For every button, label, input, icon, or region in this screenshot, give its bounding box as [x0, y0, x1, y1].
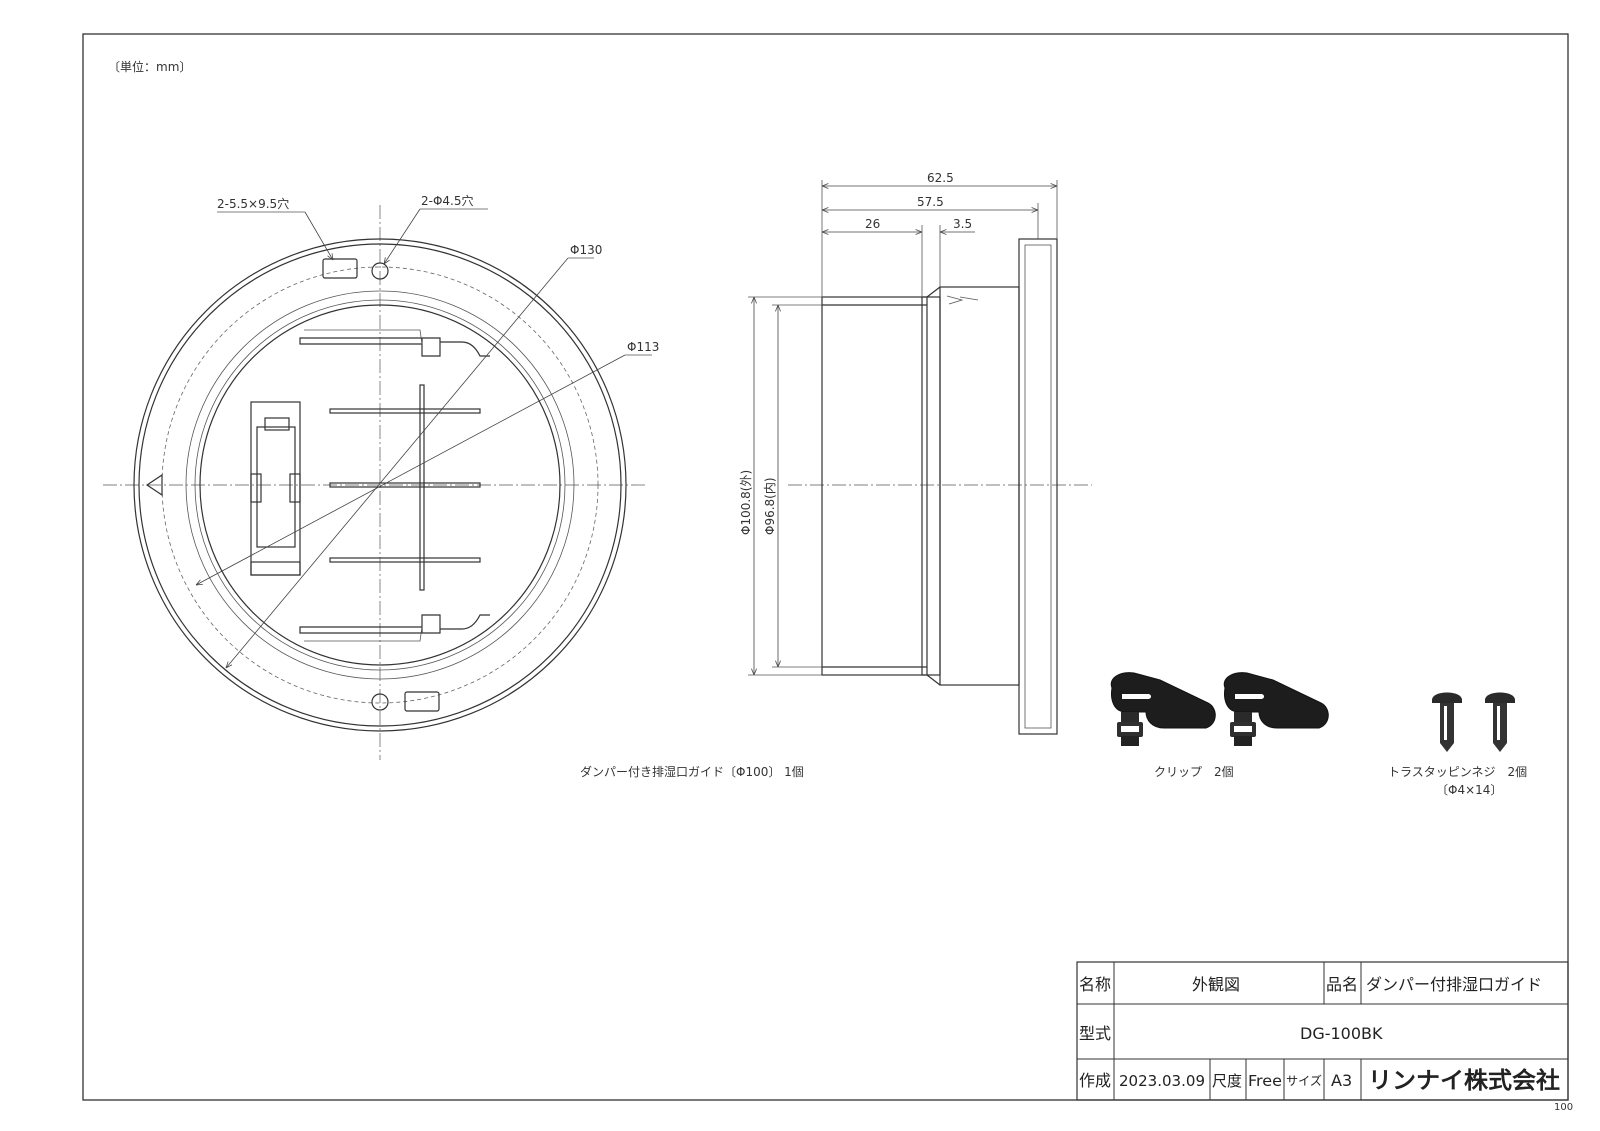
- mounting-pcd-circle: [161, 266, 599, 704]
- tb-model-value: DG-100BK: [1300, 1024, 1383, 1043]
- screw-illustration-1: [1432, 692, 1462, 752]
- round-hole-arrow: [384, 208, 421, 264]
- rect-hole-arrow: [304, 211, 333, 260]
- latch-pin-left: [250, 473, 262, 503]
- dia-inner-label: Φ113: [627, 340, 659, 354]
- latch-foot: [250, 561, 301, 576]
- orientation-triangle: [145, 473, 163, 497]
- side-rib: [921, 296, 941, 676]
- caption-screw-spec: 〔Φ4×14〕: [1436, 783, 1502, 797]
- round-hole-bottom: [371, 693, 389, 711]
- duct-outer-circle: [185, 290, 575, 680]
- round-hole-label: 2-Φ4.5穴: [421, 193, 474, 208]
- dim-right-label: 3.5: [953, 217, 972, 231]
- clip-illustration-2: [1223, 672, 1329, 746]
- side-flange-inner: [1024, 244, 1052, 729]
- dim-left-label: 26: [865, 217, 880, 231]
- page-number: 100: [1554, 1102, 1573, 1113]
- dia113-leader: [196, 354, 626, 585]
- flange-outer-circle: [133, 238, 627, 732]
- tb-name-value: 外観図: [1192, 975, 1240, 994]
- dia-inside-label: Φ96.8(内): [763, 477, 777, 535]
- screw-illustration-2: [1485, 692, 1515, 752]
- dia130-leader: [226, 257, 569, 668]
- duct-mid-circle: [194, 299, 566, 671]
- dia-outside-label: Φ100.8(外): [739, 470, 753, 535]
- rect-hole-top: [322, 258, 358, 279]
- tb-created-value: 2023.03.09: [1119, 1072, 1205, 1090]
- flange-inner-circle: [138, 243, 622, 727]
- damper-arm-bottom-edge: [304, 626, 423, 642]
- tb-company-name: リンナイ株式会社: [1368, 1067, 1560, 1094]
- rib-top-chamfer: [926, 286, 941, 298]
- damper-arm-top: [299, 337, 490, 357]
- tb-size-label: サイズ: [1286, 1073, 1322, 1088]
- rect-hole-bottom: [404, 691, 440, 712]
- side-tube: [939, 286, 1020, 686]
- duct-inner-circle: [199, 304, 561, 666]
- clip-illustration-1: [1110, 672, 1216, 746]
- tb-product-value: ダンパー付排湿口ガイド: [1366, 975, 1542, 994]
- tb-product-label: 品名: [1326, 975, 1358, 994]
- latch-tab-top: [264, 417, 290, 431]
- grille: [329, 384, 481, 591]
- rect-hole-label: 2-5.5×9.5穴: [217, 196, 289, 211]
- dim-body-label: 57.5: [917, 195, 944, 209]
- tb-scale-value: Free: [1248, 1072, 1282, 1090]
- damper-arm-top-edge: [304, 329, 423, 345]
- tb-created-label: 作成: [1079, 1071, 1111, 1090]
- side-mark: [946, 295, 979, 305]
- caption-clip: クリップ 2個: [1154, 765, 1234, 779]
- side-view: 62.5 57.5 26 3.5 Φ100.8(外) Φ96.8(内): [739, 171, 1092, 735]
- sheet-border: [82, 33, 1569, 1101]
- unit-note: 〔単位：mm〕: [108, 59, 191, 74]
- dia-outer-label: Φ130: [570, 243, 602, 257]
- dim-total-label: 62.5: [927, 171, 954, 185]
- damper-arm-bottom: [299, 614, 490, 634]
- tb-size-value: A3: [1331, 1071, 1352, 1090]
- round-hole-top: [371, 262, 389, 280]
- front-view: Φ130 Φ113 2-5.5×9.5穴 2-Φ4.5穴: [103, 193, 659, 760]
- latch-inner: [256, 426, 296, 548]
- tb-name-label: 名称: [1079, 975, 1111, 994]
- title-block: 名称 外観図 品名 ダンパー付排湿口ガイド 型式 DG-100BK 作成 202…: [1076, 961, 1569, 1101]
- caption-screw: トラスタッピンネジ 2個: [1388, 765, 1527, 779]
- latch-block: [250, 401, 301, 576]
- latch-pin-right: [289, 473, 301, 503]
- tb-scale-label: 尺度: [1212, 1072, 1242, 1090]
- caption-main: ダンパー付き排湿口ガイド〔Φ100〕 1個: [580, 764, 804, 779]
- side-body: [821, 296, 928, 676]
- rib-bottom-chamfer: [926, 674, 941, 686]
- tb-model-label: 型式: [1079, 1024, 1111, 1043]
